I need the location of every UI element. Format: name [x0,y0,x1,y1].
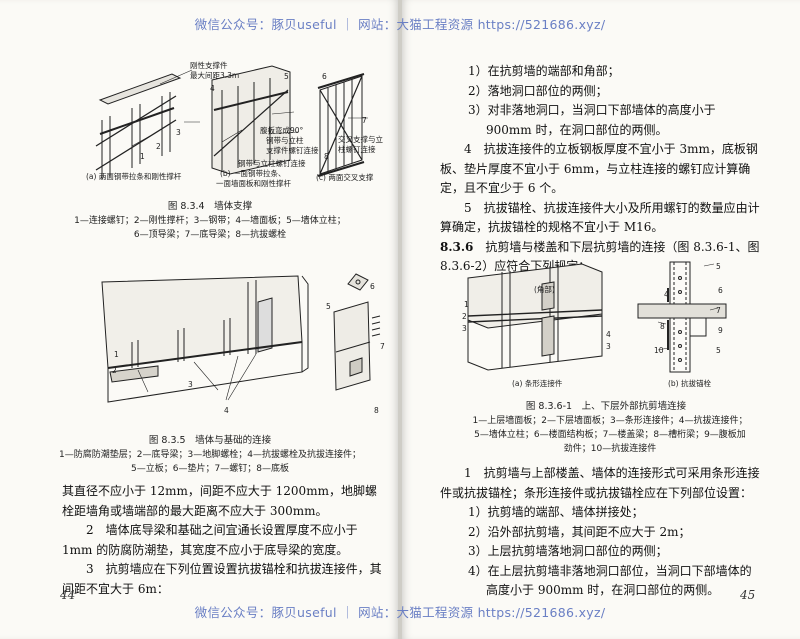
fig-c-frame [317,73,365,177]
figure-8-3-4-drawing [95,65,368,180]
fig835-legend-line1: 1—防腐防潮垫层；2—底导梁；3—地脚螺栓；4—抗拔螺栓及抗拔连接件； [59,450,361,460]
fig8361-b-num-5b: 5 [716,346,721,355]
fig835-num-8: 8 [374,406,379,415]
fig834-sub-a: (a) 两面钢带拉条和刚性撑杆 [86,172,182,181]
figure-8-3-5-drawing [101,273,381,403]
fig8361-a-num-4: 4 [606,330,611,339]
fig8361-b-num-7: 7 [716,306,721,315]
fig8361-b-num-4: 4 [664,290,669,299]
right-paragraph-1: 1 抗剪墙与上部楼盖、墙体的连接形式可采用条形连接件或抗拔锚栓；条形连接件或抗拔… [440,466,760,500]
fig8361-a-num-1: 1 [464,300,469,309]
fig8361-legend-line2: 5—墙体立柱；6—楼面结构板；7—楼盖梁；8—槽桁梁；9—腹板加 [474,430,746,440]
fig835-title: 图 8.3.5 墙体与基础的连接 [148,435,272,446]
right-bottom-item-4: 4）在上层抗剪墙非落地洞口部位，当洞口下部墙体的高度小于 900mm 时，在洞口… [468,563,752,598]
fig834-num-2: 2 [156,142,161,151]
fig834-legend-line1: 1—连接螺钉；2—刚性撑杆；3—钢带；4—墙面板；5—墙体立柱； [74,216,346,226]
fig834-callout-7: 交叉支撑与立 [338,135,383,144]
fig-b-studs [211,65,291,175]
fig834-callout-1: 刚性支撑件 [190,61,228,70]
fig834-callout-2: 最大间距3.3m [190,71,240,80]
fig835-num-5: 5 [326,302,331,311]
figure-8-3-4 [72,60,372,190]
book-gutter [398,0,402,639]
fig8361-b-num-6: 6 [718,286,723,295]
fig834-sub-b1: (b) 一面钢带拉条、 [220,169,286,178]
watermark-top[interactable]: 微信公众号：豚贝useful ｜ 网站：大猫工程资源 https://52168… [194,17,606,32]
right-body-bottom: 1 抗剪墙与上部楼盖、墙体的连接形式可采用条形连接件或抗拔锚栓；条形连接件或抗拔… [440,464,760,601]
right-page-number: 45 [740,588,756,602]
right-paragraph-5: 5 抗拔锚栓、抗拔连接件大小及所用螺钉的数量应由计算确定，抗拔锚栓的规格不宜小于… [440,200,760,235]
fig8361-b-num-5: 5 [716,262,721,271]
fig8361-b-num-8: 8 [660,322,665,331]
right-item-2: 2）落地洞口部位的两侧； [468,83,608,98]
fig8361-sub-a: (a) 条形连接件 [512,379,563,388]
right-item-3: 3）对非落地洞口，当洞口下部墙体的高度小于 900mm 时，在洞口部位的两侧。 [468,103,716,137]
fig8361-b-num-10: 10 [654,346,664,355]
fig8361-sub-b: (b) 抗拔锚栓 [668,379,711,388]
fig834-num-1: 1 [140,152,145,161]
watermark-bottom[interactable]: 微信公众号：豚贝useful ｜ 网站：大猫工程资源 https://52168… [194,605,606,620]
left-paragraph-1: 其直径不应小于 12mm，间距不应大于 1200mm，地脚螺栓距墙角或墙端部的最… [62,484,377,518]
fig834-num-5: 5 [284,72,289,81]
fig835-num-1: 1 [114,350,119,359]
right-bottom-item-2: 2）沿外部抗剪墙，其间距不应大于 2m； [468,524,691,539]
left-paragraph-3: 3 抗剪墙应在下列位置设置抗拔锚栓和抗拔连接件，其间距不宜大于 6m： [62,562,382,596]
fig835-num-6: 6 [370,282,375,291]
fig834-callout-6: 钢带与立柱螺钉连接 [238,159,306,168]
right-item-1: 1）在抗剪墙的端部和角部； [468,64,620,78]
right-body-top: 1）在抗剪墙的端部和角部； 2）落地洞口部位的两侧； 3）对非落地洞口，当洞口下… [440,62,760,277]
fig834-sub-b2: 一面墙面板和刚性撑杆 [216,179,291,188]
left-body-text: 其直径不应小于 12mm，间距不应大于 1200mm，地脚螺栓距墙角或墙端部的最… [62,482,384,599]
fig8361-a-num-3: 3 [462,324,467,333]
fig834-legend-line2: 6—顶导梁；7—底导梁；8—抗拔螺栓 [133,230,287,240]
fig834-callout-3: 腹板弯成90° [260,126,304,135]
right-bottom-item-1: 1）抗剪墙的端部、墙体拼接处； [468,505,644,519]
fig8361-a-num-3b: 3 [606,342,611,351]
fig8361-title: 图 8.3.6-1 上、下层外部抗剪墙连接 [525,401,687,412]
fig835-num-4: 4 [224,406,229,415]
fig8361-corner-label: (角部) [534,285,555,294]
fig8361-b-num-9: 9 [718,326,723,335]
fig834-callout-5: 支撑件螺钉连接 [266,146,319,155]
fig-a-studs [95,73,182,180]
fig8361-legend-line1: 1—上层墙面板；2—下层墙面板；3—条形连接件；4—抗拔连接件； [472,416,748,426]
fig834-title: 图 8.3.4 墙体支撑 [167,201,253,212]
left-paragraph-2: 2 墙体底导梁和基础之间宜通长设置厚度不应小于 1mm 的防腐防潮垫，其宽度不应… [62,523,358,557]
right-bottom-item-3: 3）上层抗剪墙落地洞口部位的两侧； [468,544,668,558]
right-paragraph-4: 4 抗拔连接件的立板钢板厚度不宜小于 3mm，底板钢板、垫片厚度不宜小于 6mm… [440,142,758,195]
figure-8-3-6-1-drawing [467,261,727,373]
fig834-num-4: 4 [210,84,215,93]
fig834-callout-4: 钢带与立柱 [266,136,304,145]
figure-8-3-6-1 [462,258,732,376]
left-page-number: 44 [60,588,76,602]
section-number: 8.3.6 [440,239,474,254]
fig8361-a-num-2: 2 [462,312,467,321]
fig8361-legend-line3: 劲件；10—抗拔连接件 [563,444,657,454]
fig835-num-3: 3 [188,380,193,389]
fig834-num-3: 3 [176,128,181,137]
fig834-num-7: 7 [362,116,367,125]
figure-8-3-5 [98,272,388,422]
fig834-callout-8: 柱螺钉连接 [338,145,376,154]
fig835-num-7: 7 [380,342,385,351]
fig834-num-8: 8 [324,152,329,161]
fig835-num-2: 2 [112,366,117,375]
fig834-sub-c: (c) 两面交叉支撑 [316,173,374,182]
fig834-num-6: 6 [322,72,327,81]
fig835-legend-line2: 5—立板；6—垫片；7—螺钉；8—底板 [131,464,289,474]
